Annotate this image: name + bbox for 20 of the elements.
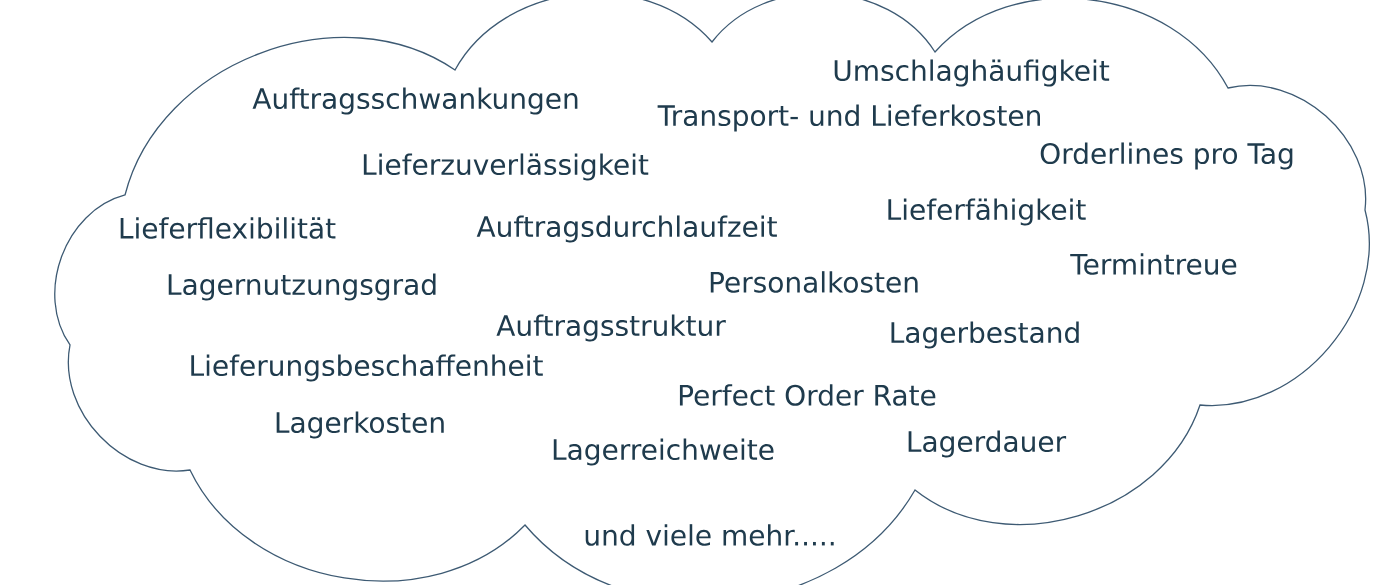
keyword-label: Perfect Order Rate <box>679 384 936 406</box>
keyword-label: Lagerkosten <box>276 411 444 439</box>
cloud <box>54 0 1370 585</box>
keyword-label: Lagerdauer <box>908 430 1067 458</box>
keyword-label: Auftragsdurchlaufzeit <box>476 215 777 243</box>
keyword-label: Lieferzuverlässigkeit <box>363 153 649 181</box>
keyword-label: Umschlaghäufigkeit <box>834 59 1110 87</box>
keyword-label: und viele mehr..... <box>585 524 834 546</box>
keyword-label: Lagernutzungsgrad <box>168 273 436 301</box>
keyword-label: Lieferflexibilität <box>120 217 336 239</box>
keyword-label: Personalkosten <box>710 271 918 293</box>
keyword-label: Orderlines pro Tag <box>1040 142 1293 170</box>
keyword-label: Lieferfähigkeit <box>888 198 1086 226</box>
keyword-label: Termintreue <box>1070 253 1237 275</box>
keyword-label: Auftragsschwankungen <box>252 87 578 115</box>
keyword-label: Lagerreichweite <box>553 438 774 466</box>
keyword-label: Lieferungsbeschaffenheit <box>191 354 543 382</box>
keyword-label: Transport- und Lieferkosten <box>657 104 1040 132</box>
keyword-label: Auftragsstruktur <box>496 314 726 342</box>
keyword-label: Lagerbestand <box>891 321 1079 349</box>
